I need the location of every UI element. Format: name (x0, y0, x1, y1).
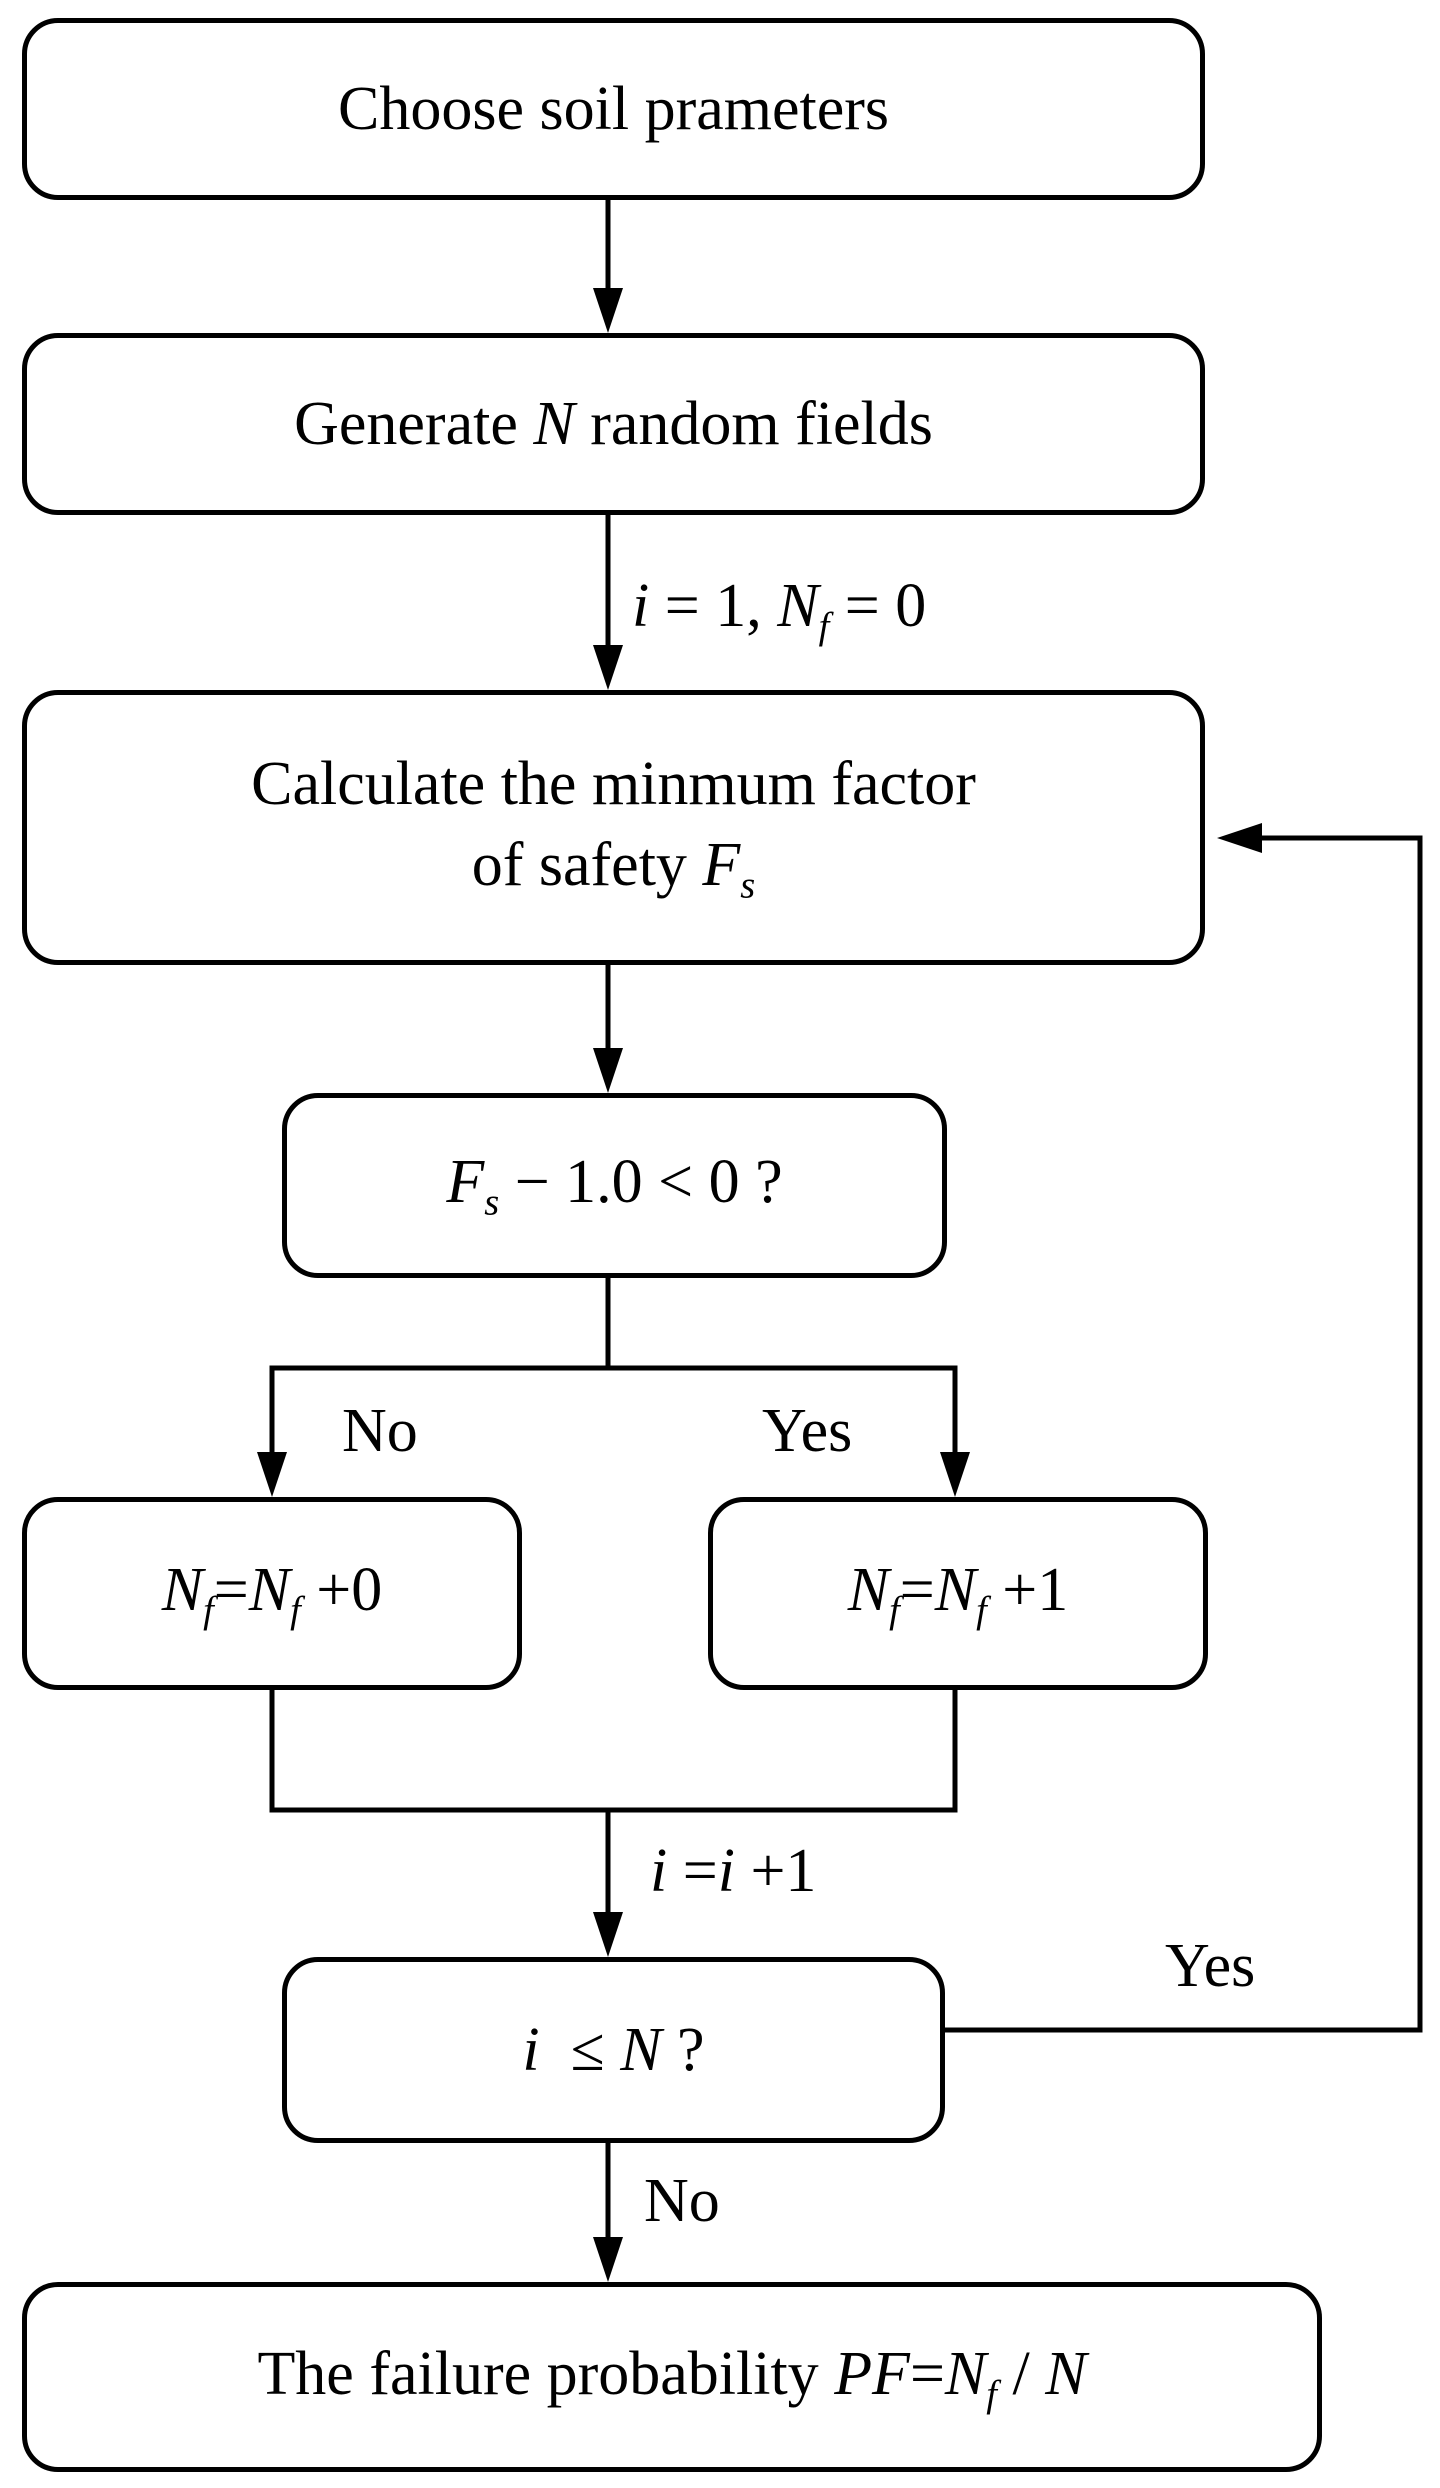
label-no-down: No (644, 2167, 720, 2235)
split-line (269, 1278, 611, 1460)
merge-line (269, 1690, 958, 1813)
label-initialization: i = 1, Nf = 0 (632, 572, 927, 648)
decision-i-le-n: i ≤ N ? (282, 1957, 945, 2143)
loop-back-line (945, 835, 1423, 2033)
step-result-text: The failure probability PF=Nf / N (257, 2339, 1087, 2416)
step-choose-text: Choose soil prameters (337, 74, 889, 143)
label-no-branch: No (342, 1397, 418, 1465)
label-yes-branch: Yes (762, 1397, 853, 1465)
step-generate-random-fields: Generate N random fields (22, 333, 1205, 515)
arrowhead (940, 1452, 970, 1497)
arrowhead (593, 645, 623, 690)
step-nf-plus-one-text: Nf=Nf +1 (847, 1556, 1069, 1632)
arrowhead (1217, 823, 1262, 853)
step-nf-plus-zero-text: Nf=Nf +0 (161, 1556, 383, 1632)
step-nf-plus-one: Nf=Nf +1 (708, 1497, 1208, 1690)
arrowhead (593, 2237, 623, 2282)
step-calculate-min-factor-of-safety: Calculate the minmum factor of safety Fs (22, 690, 1205, 965)
step-generate-text: Generate N random fields (294, 389, 933, 458)
step-choose-soil-parameters: Choose soil prameters (22, 18, 1205, 200)
decision-fs-less-than-one: Fs − 1.0 < 0 ? (282, 1093, 947, 1278)
decision-i-text: i ≤ N ? (522, 2015, 705, 2084)
label-increment: i =i +1 (650, 1837, 817, 1905)
decision-fs-text: Fs − 1.0 < 0 ? (446, 1148, 783, 1224)
split-line-right (608, 1365, 958, 1460)
step-calculate-line1: Calculate the minmum factor (251, 750, 976, 819)
arrowhead (593, 288, 623, 333)
arrowhead (593, 1912, 623, 1957)
step-failure-probability: The failure probability PF=Nf / N (22, 2282, 1322, 2472)
arrowhead (593, 1048, 623, 1093)
step-calculate-line2: of safety Fs (471, 830, 756, 906)
arrowhead (257, 1452, 287, 1497)
label-yes-loop: Yes (1165, 1932, 1256, 2000)
step-nf-plus-zero: Nf=Nf +0 (22, 1497, 522, 1690)
